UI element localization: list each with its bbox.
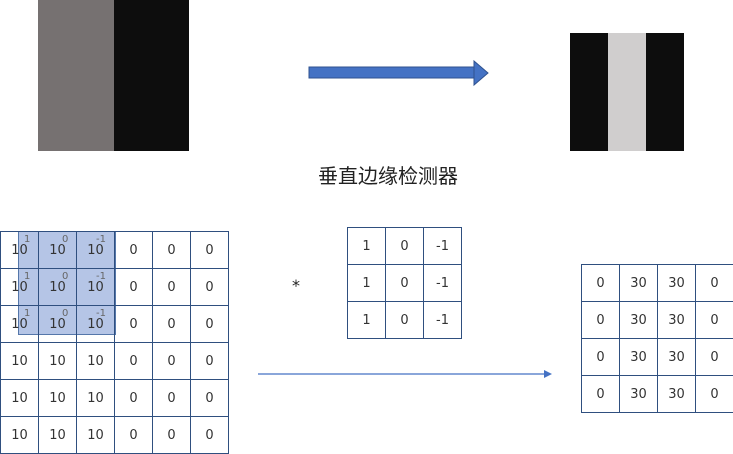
output-image	[570, 33, 684, 151]
input-cell: 0	[152, 416, 191, 454]
kernel-cell: 0	[385, 227, 424, 265]
kernel-overlay	[18, 231, 116, 335]
input-cell: 0	[152, 342, 191, 380]
diagram-title: 垂直边缘检测器	[318, 164, 458, 188]
output-cell: 0	[695, 301, 733, 339]
kernel-superscript: -1	[96, 271, 106, 282]
input-image	[38, 0, 189, 151]
output-cell: 0	[695, 375, 733, 413]
output-cell: 30	[619, 375, 658, 413]
input-cell: 0	[190, 268, 229, 306]
input-cell: 10	[38, 379, 77, 417]
input-cell: 0	[190, 231, 229, 269]
input-cell: 10	[0, 268, 39, 306]
output-cell: 0	[581, 338, 620, 376]
output-image-right-band	[646, 33, 684, 151]
input-cell: 0	[114, 305, 153, 343]
kernel-cell: -1	[423, 264, 462, 302]
kernel-superscript: -1	[96, 234, 106, 245]
input-cell: 0	[190, 379, 229, 417]
output-cell: 30	[657, 301, 696, 339]
top-arrow-icon	[308, 59, 489, 87]
output-cell: 30	[619, 264, 658, 302]
kernel-superscript: 1	[24, 271, 31, 282]
kernel-superscript: 1	[24, 308, 31, 319]
input-cell: 10	[0, 342, 39, 380]
kernel-cell: 0	[385, 264, 424, 302]
kernel-cell: 1	[347, 227, 386, 265]
input-cell: 10	[38, 342, 77, 380]
input-cell: 0	[114, 268, 153, 306]
input-cell: 0	[114, 379, 153, 417]
output-cell: 30	[657, 375, 696, 413]
kernel-cell: 1	[347, 301, 386, 339]
output-cell: 30	[619, 338, 658, 376]
input-image-gray-half	[38, 0, 114, 151]
output-cell: 0	[695, 264, 733, 302]
input-cell: 10	[38, 231, 77, 269]
kernel-cell: 0	[385, 301, 424, 339]
input-cell: 10	[0, 379, 39, 417]
input-cell: 0	[114, 416, 153, 454]
kernel-superscript: 0	[62, 308, 69, 319]
input-cell: 0	[152, 305, 191, 343]
bottom-arrow-icon	[258, 370, 552, 378]
input-image-black-half	[114, 0, 189, 151]
output-cell: 0	[695, 338, 733, 376]
input-cell: 0	[152, 379, 191, 417]
kernel-superscript: 1	[24, 234, 31, 245]
convolution-operator: *	[292, 276, 300, 295]
input-cell: 10	[76, 342, 115, 380]
output-cell: 0	[581, 301, 620, 339]
kernel-cell: 1	[347, 264, 386, 302]
input-cell: 0	[190, 416, 229, 454]
input-cell: 10	[0, 305, 39, 343]
input-cell: 10	[0, 231, 39, 269]
kernel-cell: -1	[423, 301, 462, 339]
output-cell: 0	[581, 375, 620, 413]
input-cell: 0	[152, 231, 191, 269]
input-cell: 10	[76, 379, 115, 417]
output-cell: 30	[657, 338, 696, 376]
kernel-superscript: -1	[96, 308, 106, 319]
input-cell: 0	[152, 268, 191, 306]
input-cell: 10	[76, 416, 115, 454]
kernel-superscript: 0	[62, 234, 69, 245]
input-cell: 10	[0, 416, 39, 454]
input-cell: 0	[190, 342, 229, 380]
kernel-superscript: 0	[62, 271, 69, 282]
output-cell: 30	[619, 301, 658, 339]
input-cell: 0	[114, 231, 153, 269]
input-cell: 0	[190, 305, 229, 343]
output-cell: 0	[581, 264, 620, 302]
input-cell: 0	[114, 342, 153, 380]
input-cell: 10	[38, 305, 77, 343]
output-image-center-band	[608, 33, 646, 151]
input-cell: 10	[38, 416, 77, 454]
kernel-cell: -1	[423, 227, 462, 265]
output-cell: 30	[657, 264, 696, 302]
output-image-left-band	[570, 33, 608, 151]
input-cell: 10	[38, 268, 77, 306]
